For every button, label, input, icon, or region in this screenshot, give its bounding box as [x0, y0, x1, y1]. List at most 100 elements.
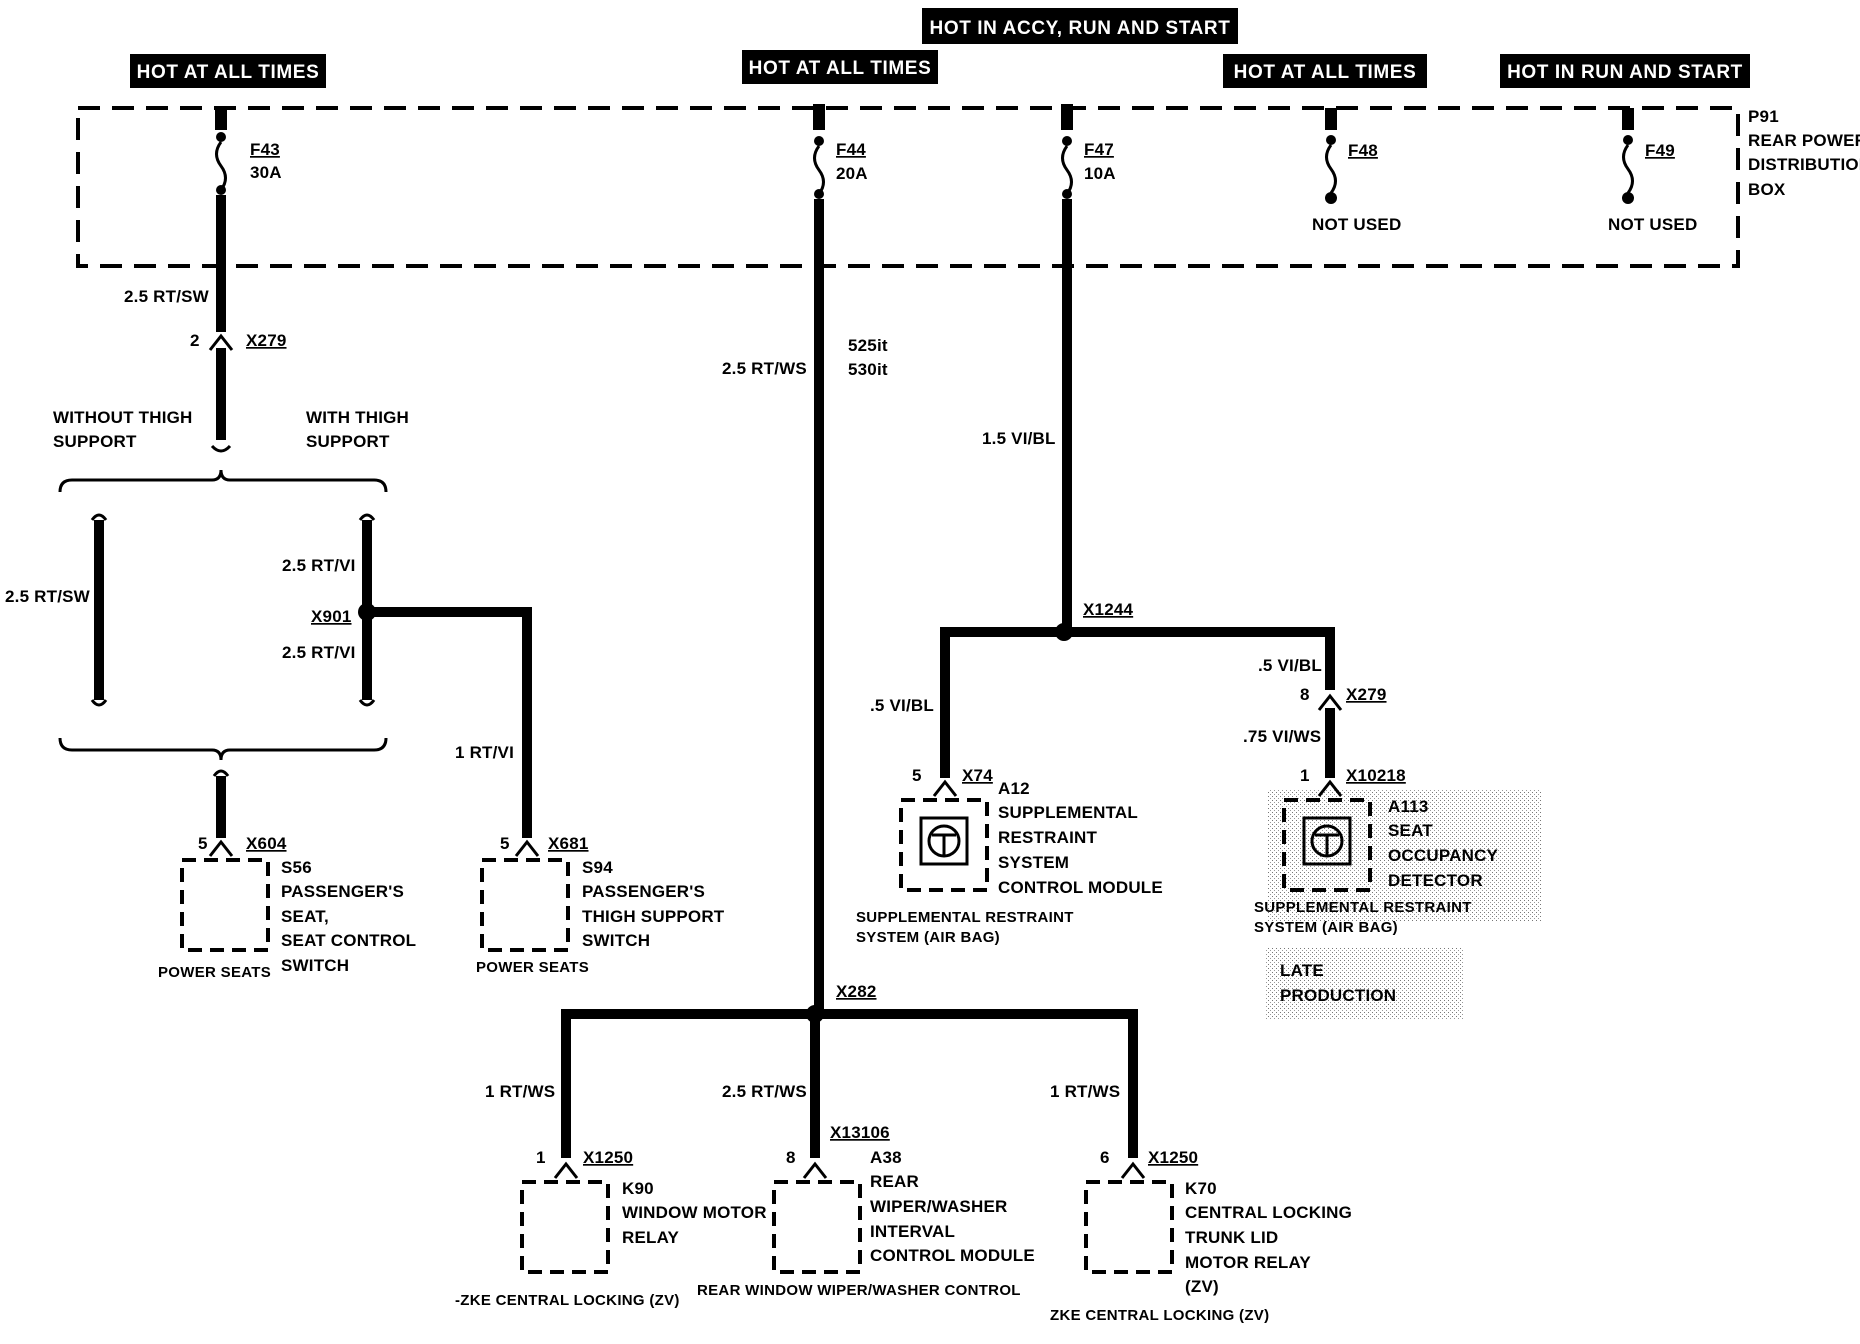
- svg-text:30A: 30A: [250, 163, 282, 182]
- svg-text:X1250: X1250: [1148, 1148, 1198, 1167]
- svg-text:2.5 RT/VI: 2.5 RT/VI: [282, 643, 356, 662]
- box-label: P91 REAR POWER DISTRIBUTION BOX: [1748, 107, 1860, 199]
- fuse-f47: F47 10A: [1061, 104, 1116, 199]
- svg-text:BOX: BOX: [1748, 180, 1786, 199]
- svg-text:SEAT CONTROL: SEAT CONTROL: [281, 931, 416, 950]
- svg-text:F44: F44: [836, 140, 866, 159]
- svg-text:2.5 RT/VI: 2.5 RT/VI: [282, 556, 356, 575]
- svg-text:SEAT,: SEAT,: [281, 907, 329, 926]
- svg-text:F43: F43: [250, 140, 280, 159]
- svg-text:NOT USED: NOT USED: [1608, 215, 1697, 234]
- svg-text:WIPER/WASHER: WIPER/WASHER: [870, 1197, 1007, 1216]
- svg-text:WITH THIGH: WITH THIGH: [306, 408, 409, 427]
- svg-text:X1250: X1250: [583, 1148, 633, 1167]
- svg-text:A12: A12: [998, 779, 1030, 798]
- svg-text:PASSENGER'S: PASSENGER'S: [281, 882, 404, 901]
- svg-text:(ZV): (ZV): [1185, 1277, 1219, 1296]
- svg-text:S94: S94: [582, 858, 613, 877]
- component-a38-rear-wiper-module: 8 X13106 A38 REAR WIPER/WASHER INTERVAL …: [697, 1123, 1035, 1299]
- circuit-f43: 2.5 RT/SW 2 X279 WITHOUT THIGH SUPPORT W…: [5, 195, 532, 838]
- svg-text:10A: 10A: [1084, 164, 1116, 183]
- svg-text:1 RT/VI: 1 RT/VI: [455, 743, 514, 762]
- svg-text:RELAY: RELAY: [622, 1228, 680, 1247]
- fuse-f44: F44 20A: [813, 104, 868, 199]
- svg-text:POWER SEATS: POWER SEATS: [476, 959, 589, 976]
- svg-text:1: 1: [1300, 766, 1310, 785]
- svg-text:F47: F47: [1084, 140, 1114, 159]
- svg-text:SYSTEM (AIR BAG): SYSTEM (AIR BAG): [1254, 919, 1398, 936]
- svg-text:HOT AT ALL TIMES: HOT AT ALL TIMES: [749, 58, 932, 79]
- fuse-f49: F49 NOT USED: [1608, 108, 1697, 234]
- svg-text:X901: X901: [311, 607, 352, 626]
- svg-text:1 RT/WS: 1 RT/WS: [1050, 1082, 1120, 1101]
- svg-text:NOT USED: NOT USED: [1312, 215, 1401, 234]
- fuse-f48: F48 NOT USED: [1312, 108, 1401, 234]
- header-hot-all-times-f43: HOT AT ALL TIMES: [130, 54, 326, 88]
- svg-text:SUPPORT: SUPPORT: [53, 432, 137, 451]
- header-hot-all-times-f48: HOT AT ALL TIMES: [1223, 54, 1427, 88]
- svg-text:S56: S56: [281, 858, 312, 877]
- svg-text:X13106: X13106: [830, 1123, 890, 1142]
- header-hot-run-start: HOT IN RUN AND START: [1500, 54, 1750, 88]
- svg-text:A38: A38: [870, 1148, 902, 1167]
- airbag-module-icon: [919, 816, 969, 866]
- svg-text:X282: X282: [836, 982, 877, 1001]
- svg-text:HOT AT ALL TIMES: HOT AT ALL TIMES: [137, 62, 320, 83]
- component-a113-seat-occupancy-detector: 1 X10218 A113 SEAT OCCUPANCY DETECTOR SU…: [1254, 766, 1542, 936]
- svg-text:HOT IN RUN AND START: HOT IN RUN AND START: [1507, 62, 1743, 83]
- late-production-note: LATE PRODUCTION: [1265, 948, 1463, 1020]
- svg-text:F48: F48: [1348, 141, 1378, 160]
- svg-text:525it: 525it: [848, 336, 888, 355]
- svg-text:POWER SEATS: POWER SEATS: [158, 964, 271, 981]
- circuit-f44: 2.5 RT/WS 525it 530it X282 1 RT/WS 2.5 R…: [485, 199, 1138, 1158]
- svg-text:RESTRAINT: RESTRAINT: [998, 828, 1097, 847]
- svg-text:6: 6: [1100, 1148, 1110, 1167]
- header-hot-accy-run-start: HOT IN ACCY, RUN AND START: [922, 8, 1238, 44]
- svg-text:SEAT: SEAT: [1388, 821, 1433, 840]
- component-k90-window-motor-relay: 1 X1250 K90 WINDOW MOTOR RELAY -ZKE CENT…: [455, 1148, 767, 1309]
- fuse-f43: F43 30A: [215, 108, 282, 195]
- svg-text:PASSENGER'S: PASSENGER'S: [582, 882, 705, 901]
- component-a12-srs-control-module: 5 X74 A12 SUPPLEMENTAL RESTRAINT SYSTEM …: [856, 766, 1163, 946]
- svg-text:HOT IN ACCY, RUN AND START: HOT IN ACCY, RUN AND START: [930, 18, 1231, 39]
- rear-power-distribution-box: [76, 106, 1740, 268]
- svg-text:REAR WINDOW WIPER/WASHER CONTR: REAR WINDOW WIPER/WASHER CONTROL: [697, 1282, 1021, 1299]
- svg-text:5: 5: [198, 834, 208, 853]
- svg-text:20A: 20A: [836, 164, 868, 183]
- svg-text:REAR: REAR: [870, 1172, 919, 1191]
- svg-text:HOT AT ALL TIMES: HOT AT ALL TIMES: [1234, 62, 1417, 83]
- circuit-f47: 1.5 VI/BL X1244 .5 VI/BL .5 VI/BL 8 X279…: [870, 199, 1387, 778]
- svg-text:X279: X279: [1346, 685, 1387, 704]
- svg-text:1.5 VI/BL: 1.5 VI/BL: [982, 429, 1056, 448]
- svg-text:530it: 530it: [848, 360, 888, 379]
- svg-text:ZKE CENTRAL LOCKING (ZV): ZKE CENTRAL LOCKING (ZV): [1050, 1307, 1269, 1324]
- svg-text:CONTROL MODULE: CONTROL MODULE: [870, 1246, 1035, 1265]
- svg-text:-ZKE CENTRAL LOCKING (ZV): -ZKE CENTRAL LOCKING (ZV): [455, 1292, 680, 1309]
- seat-occupancy-sensor-icon: [1302, 816, 1352, 866]
- svg-text:1 RT/WS: 1 RT/WS: [485, 1082, 555, 1101]
- component-s94-thigh-support-switch: 5 X681 S94 PASSENGER'S THIGH SUPPORT SWI…: [476, 834, 725, 976]
- svg-text:PRODUCTION: PRODUCTION: [1280, 986, 1396, 1005]
- svg-text:2.5 RT/WS: 2.5 RT/WS: [722, 1082, 807, 1101]
- svg-text:SUPPLEMENTAL: SUPPLEMENTAL: [998, 803, 1138, 822]
- svg-text:CONTROL MODULE: CONTROL MODULE: [998, 878, 1163, 897]
- svg-text:A113: A113: [1388, 797, 1429, 816]
- svg-text:.5 VI/BL: .5 VI/BL: [1258, 656, 1322, 675]
- svg-text:MOTOR RELAY: MOTOR RELAY: [1185, 1253, 1311, 1272]
- svg-text:1: 1: [536, 1148, 546, 1167]
- svg-text:SUPPLEMENTAL RESTRAINT: SUPPLEMENTAL RESTRAINT: [856, 909, 1074, 926]
- svg-text:.75 VI/WS: .75 VI/WS: [1243, 727, 1321, 746]
- svg-text:LATE: LATE: [1280, 961, 1324, 980]
- svg-text:X1244: X1244: [1083, 600, 1134, 619]
- svg-text:2.5 RT/WS: 2.5 RT/WS: [722, 359, 807, 378]
- svg-text:2: 2: [190, 331, 200, 350]
- svg-text:WINDOW MOTOR: WINDOW MOTOR: [622, 1203, 767, 1222]
- svg-text:.5 VI/BL: .5 VI/BL: [870, 696, 934, 715]
- svg-text:X74: X74: [962, 766, 993, 785]
- svg-text:8: 8: [786, 1148, 796, 1167]
- component-s56-seat-control-switch: 5 X604 S56 PASSENGER'S SEAT, SEAT CONTRO…: [158, 834, 416, 981]
- svg-text:REAR POWER: REAR POWER: [1748, 131, 1860, 150]
- svg-text:TRUNK LID: TRUNK LID: [1185, 1228, 1278, 1247]
- header-hot-all-times-f44: HOT AT ALL TIMES: [742, 50, 938, 84]
- svg-text:SWITCH: SWITCH: [582, 931, 650, 950]
